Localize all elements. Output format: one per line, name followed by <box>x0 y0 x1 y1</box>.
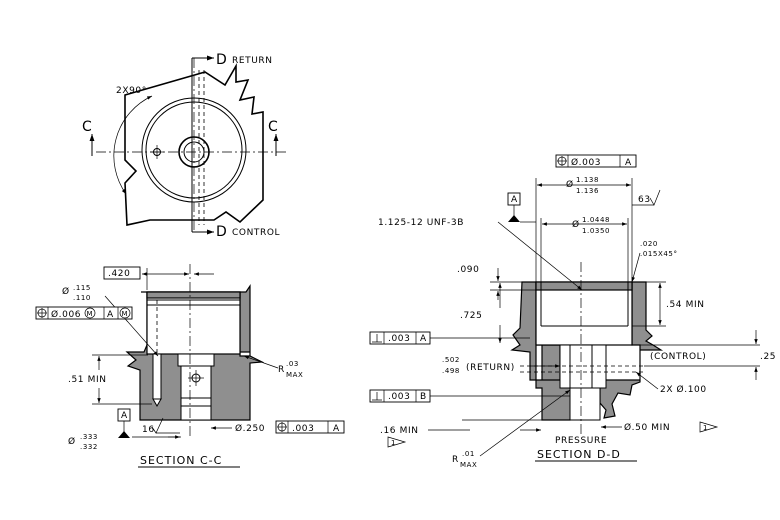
dd-chamfer-leader <box>631 252 641 283</box>
cc-dia-prefix: Ø <box>62 286 70 297</box>
section-d-letter-top: D <box>216 52 227 68</box>
cc-radius-leader <box>243 355 279 369</box>
dd-min-16: .16 MIN <box>380 426 419 436</box>
perpendicular-symbol-icon <box>372 334 382 343</box>
cc-bottom-dia-prefix: Ø <box>68 436 76 447</box>
cc-hole-dia: Ø.250 <box>235 423 265 434</box>
dd-chamfer-lower: .015X45° <box>640 250 678 258</box>
dd-thread-leader <box>497 221 583 291</box>
cc-min-label: .51 MIN <box>68 375 107 385</box>
cc-position-fcf: Ø.006 M A M <box>35 306 133 320</box>
cc-bottom-pocket <box>180 397 212 421</box>
dd-return-lower: .498 <box>442 367 460 375</box>
section-d-word-bottom: CONTROL <box>232 228 280 238</box>
dd-dia1-prefix: Ø <box>566 179 574 190</box>
cc-bottom-dia-lower: .332 <box>80 443 98 451</box>
dd-dia1-upper: 1.138 <box>576 176 599 184</box>
dd-datum-flag: A <box>511 195 518 205</box>
cc-pos-mod-1: M <box>87 310 94 318</box>
dd-flag-2: 1 <box>703 424 708 432</box>
cc-pos-datum: A <box>107 310 114 320</box>
dd-cavity <box>535 281 633 346</box>
dd-flag-2-triangle-icon <box>699 421 719 433</box>
dd-two-x: 2X Ø.100 <box>660 384 707 395</box>
dd-top-fcf-datum: A <box>625 158 632 168</box>
dd-radius-max: MAX <box>460 461 477 469</box>
cc-radius-r: R <box>278 365 285 375</box>
section-d-word-top: RETURN <box>232 56 273 66</box>
dd-dia2-lower: 1.0350 <box>582 227 610 235</box>
cc-dia-upper: .115 <box>73 284 91 292</box>
dd-dia1-lower: 1.136 <box>576 187 599 195</box>
cc-drill-tip <box>152 398 162 408</box>
cc-hole-fcf: .003 A <box>275 420 345 434</box>
dd-perp-upper-fcf: .003 A <box>369 331 431 345</box>
section-d-letter-bottom: D <box>216 224 227 240</box>
dd-dia2-prefix: Ø <box>572 219 580 230</box>
mmc-modifier-icon <box>84 307 96 319</box>
cc-pos-tol: Ø.006 <box>51 309 81 320</box>
cc-hole-tol: .003 <box>292 424 314 434</box>
dd-dim-725: .725 <box>460 311 482 321</box>
section-c-letter-right: C <box>268 119 278 135</box>
cc-cavity <box>146 291 241 355</box>
dd-min-50: Ø.50 MIN <box>624 422 670 433</box>
section-dd-title: SECTION D-D <box>537 448 621 461</box>
dd-pressure: PRESSURE <box>555 436 607 446</box>
dd-radius-value: .01 <box>462 450 475 458</box>
dim-420: .420 <box>108 269 130 279</box>
dd-thread: 1.125-12 UNF-3B <box>378 218 464 228</box>
section-dd: Ø.003 A Ø 1.138 1.136 A 1.125-12 UNF-3B … <box>369 154 776 469</box>
dd-top-fcf: Ø.003 A <box>555 154 637 168</box>
dd-perp-lower-tol: .003 <box>388 392 410 402</box>
cc-datum-triangle-icon <box>118 431 130 438</box>
dd-threads <box>535 281 633 291</box>
perpendicular-symbol-icon-2 <box>372 392 382 401</box>
top-view: D RETURN D CONTROL C C 2X90° <box>82 52 286 240</box>
cc-hole-datum: A <box>333 424 340 434</box>
angle-label: 2X90° <box>116 86 147 96</box>
dd-radius-leader <box>479 389 571 457</box>
dd-perp-lower-datum: B <box>420 392 427 402</box>
cc-side-drill <box>152 353 162 400</box>
dd-return-label: (RETURN) <box>466 363 515 373</box>
dd-perp-lower-fcf: .003 B <box>369 389 431 403</box>
dd-perp-upper-datum: A <box>420 334 427 344</box>
dd-return-upper: .502 <box>442 356 460 364</box>
dd-finish: 63 <box>638 195 651 205</box>
cc-step <box>177 353 215 367</box>
dd-flag-1-triangle-icon <box>387 436 407 448</box>
dd-dim-25: .25 <box>760 352 776 362</box>
cc-dia-leader <box>104 295 159 357</box>
dd-chamfer-upper: .020 <box>640 240 658 248</box>
angle-arc <box>113 95 153 195</box>
dd-top-fcf-value: Ø.003 <box>571 157 601 168</box>
section-cc: .420 Ø .115 .110 Ø.006 M A M .51 MIN <box>35 264 345 468</box>
dd-flag-1: 1 <box>391 439 396 447</box>
cc-bottom-dia-upper: .333 <box>80 433 98 441</box>
cc-datum-flag: A <box>121 411 128 421</box>
cc-pos-mod-2: M <box>122 310 129 318</box>
dd-dia2-upper: 1.0448 <box>582 216 610 224</box>
dd-perp-upper-tol: .003 <box>388 334 410 344</box>
cc-dia-lower: .110 <box>73 294 91 302</box>
dd-radius-r: R <box>452 455 459 465</box>
section-c-letter-left: C <box>82 119 92 135</box>
cc-radius-max: MAX <box>286 371 303 379</box>
dim-420-box <box>103 266 141 280</box>
dd-two-x-leader <box>635 371 659 390</box>
dd-pressure-port <box>569 387 601 421</box>
cc-finish: 16 <box>142 425 155 435</box>
dd-datum-triangle-icon <box>508 215 520 222</box>
dd-control-label: (CONTROL) <box>650 352 706 362</box>
dd-dim-090: .090 <box>457 265 479 275</box>
cc-threads <box>146 291 241 299</box>
mmc-modifier-icon-2 <box>119 307 131 319</box>
section-cc-title: SECTION C-C <box>140 454 222 467</box>
dd-finish-symbol-icon <box>649 189 661 206</box>
dd-dim-54: .54 MIN <box>666 300 705 310</box>
cc-radius-value: .03 <box>286 360 299 368</box>
